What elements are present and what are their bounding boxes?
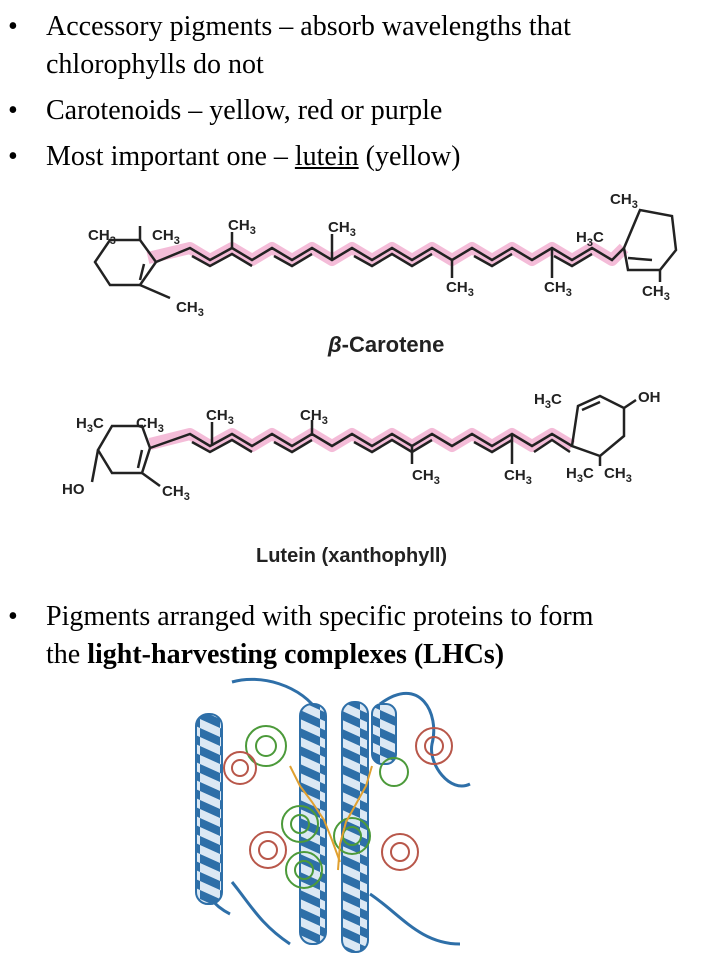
carotene-skeleton bbox=[93, 208, 678, 300]
ch3-label: CH3 bbox=[206, 407, 234, 427]
carotenoid-chain bbox=[289, 765, 373, 871]
bullet-glyph: • bbox=[8, 141, 18, 172]
pigment-rings bbox=[223, 725, 453, 889]
bullet-3-post: (yellow) bbox=[358, 141, 461, 172]
bullet-3-pre: Most important one – bbox=[46, 141, 295, 172]
lhc-protein-illustration bbox=[195, 677, 471, 953]
ch3-label: CH3 bbox=[604, 465, 632, 485]
ch3-label: CH3 bbox=[544, 279, 572, 299]
bullet-glyph: • bbox=[8, 601, 18, 632]
chlorophyll-b-ring bbox=[223, 727, 453, 871]
h3c-label: H3C bbox=[76, 415, 104, 435]
ch3-label: CH3 bbox=[446, 279, 474, 299]
helix-b bbox=[299, 703, 327, 945]
bullet-glyph: • bbox=[8, 95, 18, 126]
bullet-4-pre: the bbox=[46, 639, 88, 670]
bullet-4-line-1: Pigments arranged with specific proteins… bbox=[46, 601, 594, 632]
helix-d bbox=[371, 703, 397, 765]
bullet-1-line-1: Accessory pigments – absorb wavelengths … bbox=[46, 11, 571, 42]
ch3-label: CH3 bbox=[162, 483, 190, 503]
ch3-label: CH3 bbox=[504, 467, 532, 487]
ch3-label: CH3 bbox=[136, 415, 164, 435]
ch3-label: CH3 bbox=[328, 219, 356, 239]
lutein-structure: H3C CH3 HO CH3 CH3 CH3 CH3 CH3 H3C OH H3… bbox=[62, 389, 661, 567]
ho-label: HO bbox=[62, 481, 85, 498]
beta-carotene-structure: CH3 CH3 CH3 CH3 CH3 CH3 CH3 H3C CH3 CH3 … bbox=[88, 191, 678, 357]
bullet-glyph: • bbox=[8, 11, 18, 42]
bullet-1-line-2: chlorophylls do not bbox=[46, 49, 264, 80]
bullet-2-text: Carotenoids – yellow, red or purple bbox=[46, 95, 443, 126]
h3c-label: H3C bbox=[566, 465, 594, 485]
ch3-label: CH3 bbox=[152, 227, 180, 247]
loop-strands bbox=[198, 677, 471, 946]
ch3-label: CH3 bbox=[642, 283, 670, 303]
ch3-label: CH3 bbox=[88, 227, 116, 247]
beta-carotene-caption: β-Carotene bbox=[327, 332, 444, 357]
lutein-underlined: lutein bbox=[294, 141, 359, 172]
ch3-label: CH3 bbox=[610, 191, 638, 211]
lhc-bold: light-harvesting complexes (LHCs) bbox=[87, 639, 505, 670]
ch3-label: CH3 bbox=[412, 467, 440, 487]
oh-label: OH bbox=[638, 389, 661, 406]
ch3-label: CH3 bbox=[228, 217, 256, 237]
chlorophyll-ring bbox=[245, 725, 409, 889]
ch3-label: CH3 bbox=[300, 407, 328, 427]
ch3-label: CH3 bbox=[176, 299, 204, 319]
h3c-label: H3C bbox=[576, 229, 604, 249]
lutein-caption: Lutein (xanthophyll) bbox=[256, 545, 447, 567]
h3c-label: H3C bbox=[534, 391, 562, 411]
helix-a bbox=[195, 713, 223, 905]
lutein-skeleton bbox=[90, 394, 637, 488]
